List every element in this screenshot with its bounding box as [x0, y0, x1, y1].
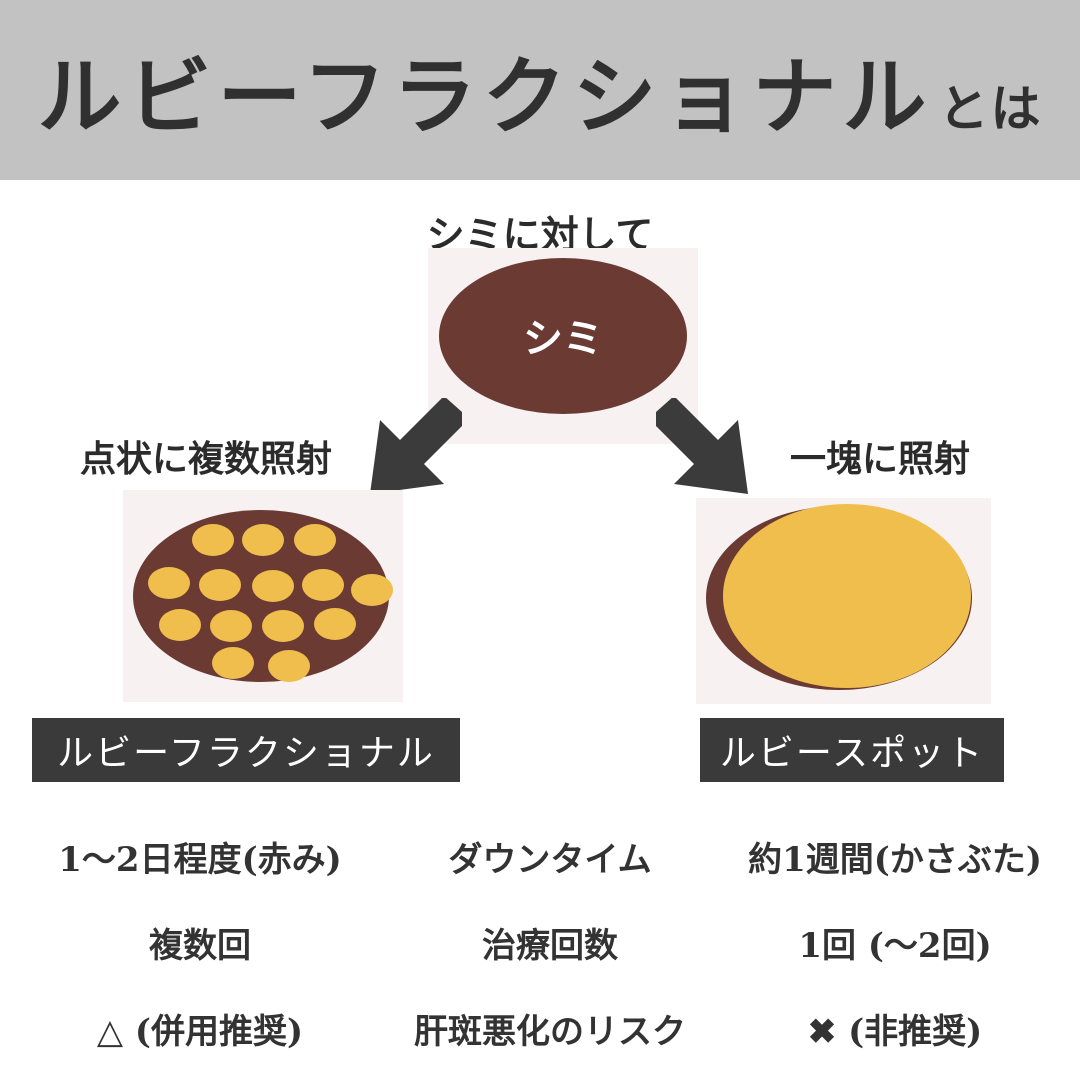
spot-label: シミ: [523, 316, 603, 362]
fractional-tag: ルビーフラクショナル: [32, 718, 460, 782]
comparison-row-sessions: 複数回 治療回数 1回 (〜2回): [0, 912, 1080, 972]
comparison-row-downtime: 1〜2日程度(赤み) ダウンタイム 約1週間(かさぶた): [0, 826, 1080, 886]
laser-dot: [212, 647, 254, 679]
laser-dot: [351, 574, 393, 606]
spot-melasma-risk: ✖ (非推奨): [807, 1011, 983, 1052]
melasma-risk-label: 肝斑悪化のリスク: [414, 1011, 686, 1052]
arrow-down-right-icon: [656, 398, 748, 494]
arrow-down-left-icon: [370, 398, 462, 494]
fractional-illustration: [133, 510, 393, 682]
comparison-row-melasma-risk: △ (併用推奨) 肝斑悪化のリスク ✖ (非推奨): [0, 998, 1080, 1058]
spot-laser-illustration: [706, 504, 972, 690]
spot-sessions: 1回 (〜2回): [798, 925, 992, 966]
fractional-panel: [123, 490, 403, 702]
laser-dot: [314, 608, 356, 640]
spot-laser-panel: [696, 498, 991, 704]
laser-dot: [302, 569, 344, 601]
fractional-downtime: 1〜2日程度(赤み): [58, 839, 342, 880]
right-caption: 一塊に照射: [790, 438, 971, 480]
fractional-sessions: 複数回: [149, 925, 251, 966]
laser-dot: [252, 570, 294, 602]
sessions-label: 治療回数: [482, 925, 618, 966]
spot-illustration: シミ: [439, 258, 687, 414]
spot-panel: シミ: [428, 248, 698, 444]
laser-dot: [148, 567, 190, 599]
downtime-label: ダウンタイム: [448, 839, 652, 880]
spot-ellipse: [439, 258, 687, 414]
left-caption: 点状に複数照射: [80, 438, 333, 480]
page-title: ルビーフラクショナルとは: [38, 30, 1043, 151]
laser-dots: [148, 524, 393, 682]
fractional-melasma-risk: △ (併用推奨): [96, 1011, 304, 1052]
laser-dot: [294, 524, 336, 556]
spot-laser-beam: [723, 504, 971, 688]
title-banner: ルビーフラクショナルとは: [0, 0, 1080, 180]
laser-dot: [262, 610, 304, 642]
spot-downtime: 約1週間(かさぶた): [748, 839, 1042, 880]
laser-dot: [192, 524, 234, 556]
page-title-suffix: とは: [938, 78, 1043, 138]
laser-dot: [159, 609, 201, 641]
laser-dot: [210, 610, 252, 642]
page-title-main: ルビーフラクショナル: [37, 46, 933, 146]
spot-tag: ルビースポット: [700, 718, 1004, 782]
laser-dot: [268, 650, 310, 682]
laser-dot: [199, 569, 241, 601]
laser-dot: [242, 524, 284, 556]
